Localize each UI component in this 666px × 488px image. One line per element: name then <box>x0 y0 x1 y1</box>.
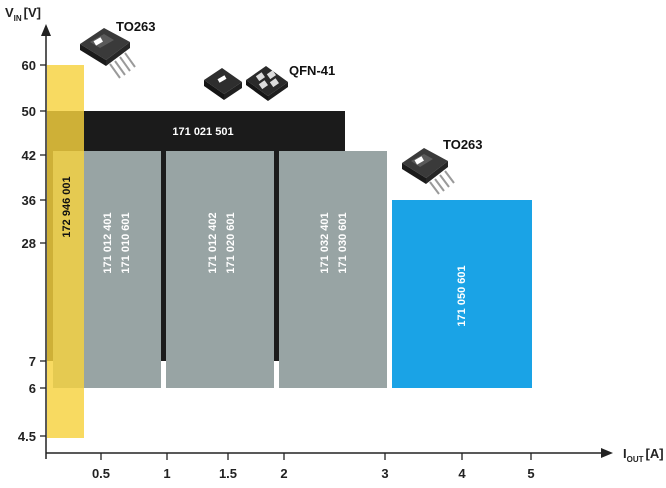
part-label-172-946-001: 172 946 001 <box>61 176 73 237</box>
to263-package-icon <box>80 28 136 79</box>
x-axis-title-unit: [A] <box>646 446 664 461</box>
y-tick-label: 7 <box>29 354 36 369</box>
y-axis-title-sub: IN <box>14 14 22 23</box>
qfn-package-icon <box>204 68 242 100</box>
part-label-171-030-601: 171 030 601 <box>337 212 349 273</box>
x-axis-arrow <box>601 448 613 458</box>
x-axis-title-main: I <box>623 446 627 461</box>
to263-package-icon <box>402 148 455 195</box>
y-tick-marks <box>40 64 46 437</box>
y-axis-title: VIN[V] <box>5 5 41 23</box>
y-tick-label: 60 <box>22 58 36 73</box>
x-tick-label: 1 <box>163 466 170 481</box>
y-axis-arrow <box>41 24 51 36</box>
part-labels: 171 021 501 172 946 001 171 012 401 171 … <box>61 126 468 327</box>
regions <box>47 65 532 438</box>
x-tick-label: 1.5 <box>219 466 237 481</box>
x-tick-label: 2 <box>280 466 287 481</box>
y-tick-labels: 60 50 42 36 28 7 6 4.5 <box>18 58 36 444</box>
y-tick-label: 6 <box>29 381 36 396</box>
y-tick-label: 4.5 <box>18 429 36 444</box>
part-label-171-021-501: 171 021 501 <box>172 126 233 138</box>
qfn-package-bottom-icon <box>246 66 288 101</box>
package-label-to263-top: TO263 <box>116 19 156 34</box>
x-tick-marks <box>100 453 532 460</box>
package-label-qfn: QFN-41 <box>289 63 335 78</box>
region-grey-3 <box>279 151 387 388</box>
x-tick-label: 0.5 <box>92 466 110 481</box>
region-yellow-172-946-001 <box>47 65 84 438</box>
part-label-171-032-401: 171 032 401 <box>319 212 331 273</box>
x-axis-title: IOUT[A] <box>623 446 664 464</box>
x-tick-label: 5 <box>527 466 534 481</box>
x-tick-labels: 0.5 1 1.5 2 3 4 5 <box>92 466 535 481</box>
x-tick-label: 4 <box>458 466 466 481</box>
part-label-171-012-402: 171 012 402 <box>207 212 219 273</box>
y-tick-label: 28 <box>22 236 36 251</box>
package-label-to263-right: TO263 <box>443 137 483 152</box>
y-tick-label: 50 <box>22 104 36 119</box>
x-axis-title-sub: OUT <box>627 455 644 464</box>
region-blue-171-050-601 <box>392 200 532 388</box>
part-label-171-020-601: 171 020 601 <box>225 212 237 273</box>
y-axis-title-unit: [V] <box>24 5 41 20</box>
x-tick-label: 3 <box>381 466 388 481</box>
y-axis-title-main: V <box>5 5 14 20</box>
part-label-171-050-601: 171 050 601 <box>456 265 468 326</box>
region-grey-2 <box>166 151 274 388</box>
part-label-171-010-601: 171 010 601 <box>120 212 132 273</box>
y-tick-label: 36 <box>22 193 36 208</box>
part-label-171-012-401: 171 012 401 <box>102 212 114 273</box>
y-tick-label: 42 <box>22 148 36 163</box>
